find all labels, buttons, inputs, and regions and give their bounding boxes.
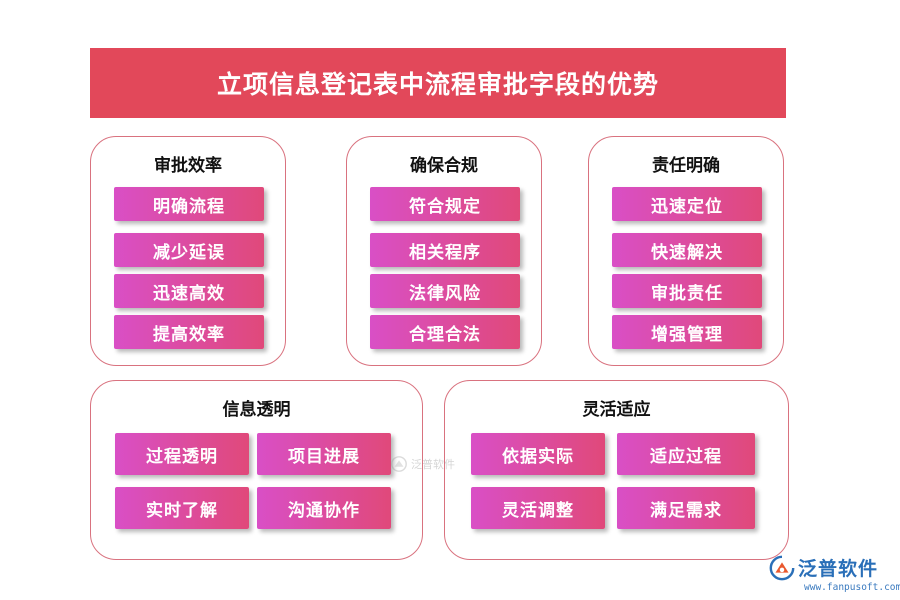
watermark-text: 泛普软件	[411, 458, 455, 471]
group-approval-efficiency: 审批效率 明确流程 减少延误 迅速高效 提高效率	[90, 136, 286, 366]
title-banner: 立项信息登记表中流程审批字段的优势	[90, 48, 786, 118]
group-item: 满足需求	[617, 487, 755, 529]
group-item: 减少延误	[114, 233, 264, 267]
group-clear-responsibility: 责任明确 迅速定位 快速解决 审批责任 增强管理	[588, 136, 784, 366]
group-item: 依据实际	[471, 433, 605, 475]
group-item: 过程透明	[115, 433, 249, 475]
group-item: 迅速定位	[612, 187, 762, 221]
fanpu-logo-icon	[769, 555, 795, 581]
group-item: 符合规定	[370, 187, 520, 221]
brand-watermark: 泛普软件 www.fanpusoft.com	[768, 552, 900, 598]
group-item: 适应过程	[617, 433, 755, 475]
brand-url: www.fanpusoft.com	[804, 582, 900, 593]
group-info-transparency: 信息透明 过程透明 项目进展 实时了解 沟通协作	[90, 380, 423, 560]
group-item: 相关程序	[370, 233, 520, 267]
group-title: 信息透明	[222, 400, 291, 420]
group-item: 审批责任	[612, 274, 762, 308]
group-item: 法律风险	[370, 274, 520, 308]
group-item: 快速解决	[612, 233, 762, 267]
group-item: 提高效率	[114, 315, 264, 349]
group-item: 增强管理	[612, 315, 762, 349]
group-title: 审批效率	[154, 156, 222, 176]
diagram-title: 立项信息登记表中流程审批字段的优势	[216, 70, 659, 99]
group-item: 明确流程	[114, 187, 264, 221]
group-ensure-compliance: 确保合规 符合规定 相关程序 法律风险 合理合法	[346, 136, 542, 366]
group-item: 合理合法	[370, 315, 520, 349]
group-item: 项目进展	[257, 433, 391, 475]
group-item: 实时了解	[115, 487, 249, 529]
group-flexible-adaptation: 灵活适应 依据实际 适应过程 灵活调整 满足需求	[444, 380, 789, 560]
fanpu-logo-icon	[391, 456, 407, 472]
group-item: 灵活调整	[471, 487, 605, 529]
group-title: 确保合规	[410, 156, 478, 176]
group-item: 沟通协作	[257, 487, 391, 529]
group-item: 迅速高效	[114, 274, 264, 308]
group-title: 责任明确	[652, 156, 720, 176]
center-watermark: 泛普软件	[390, 455, 455, 473]
brand-name: 泛普软件	[798, 558, 879, 580]
group-title: 灵活适应	[582, 400, 651, 420]
